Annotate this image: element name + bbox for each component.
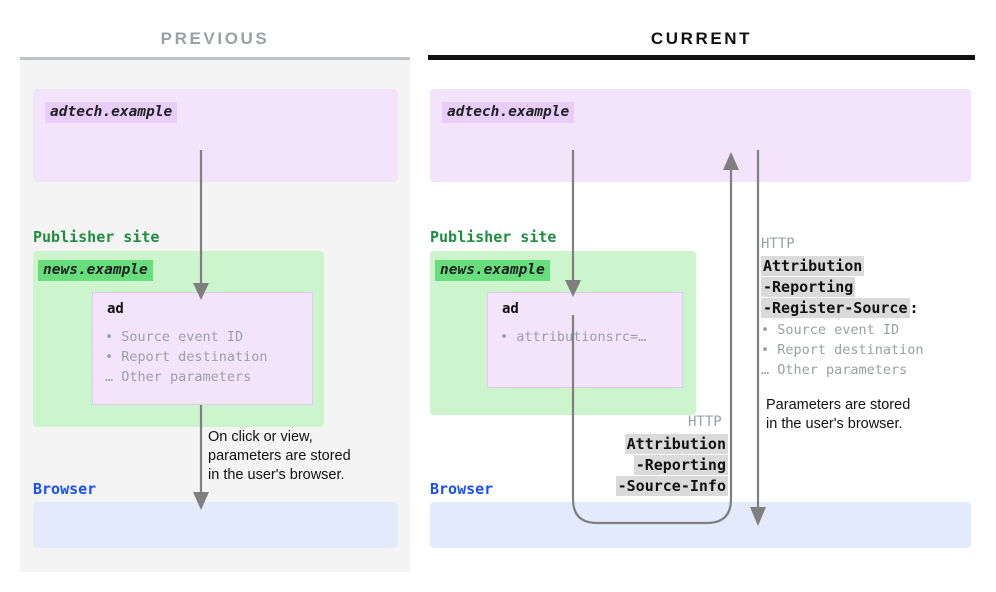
http-label-register-source: HTTP — [761, 236, 795, 252]
header-chip: Attribution — [624, 434, 728, 454]
column-title-current: CURRENT — [650, 29, 753, 48]
header-line: -Reporting — [545, 455, 728, 476]
header-stack-register-source: Attribution -Reporting -Register-Source: — [761, 256, 919, 319]
column-divider-current — [428, 55, 975, 60]
ad-card-current: ad • attributionsrc=… — [487, 292, 683, 388]
browser-zone-current — [430, 502, 971, 548]
arrow-ad-to-browser-previous — [193, 405, 209, 510]
arrow-adtech-to-ad-previous — [193, 150, 209, 300]
ad-card-parameters-previous: • Source event ID • Report destination …… — [105, 329, 268, 385]
header-line: -Source-Info — [545, 476, 728, 497]
register-source-parameters: • Source event ID • Report destination …… — [761, 322, 924, 378]
ad-card-title-previous: ad — [107, 301, 124, 317]
header-chip: Attribution — [761, 256, 865, 276]
publisher-site-label-current: Publisher site — [430, 228, 557, 246]
note-previous: On click or view, parameters are stored … — [208, 429, 351, 483]
adtech-domain-tag-current: adtech.example — [442, 102, 575, 123]
arrow-register-source-response — [750, 150, 766, 526]
ad-card-title-current: ad — [502, 301, 519, 317]
publisher-domain-tag-previous: news.example — [38, 260, 153, 281]
adtech-domain-tag-previous: adtech.example — [45, 102, 178, 123]
http-label-source-info: HTTP — [688, 414, 722, 430]
header-chip: -Register-Source — [761, 298, 910, 318]
publisher-domain-tag-current: news.example — [435, 260, 550, 281]
header-line: -Register-Source: — [761, 298, 919, 319]
publisher-site-label-previous: Publisher site — [33, 228, 160, 246]
header-line: Attribution — [545, 434, 728, 455]
header-colon: : — [909, 299, 919, 317]
column-divider-previous — [20, 57, 410, 60]
header-chip: -Source-Info — [615, 476, 728, 496]
arrow-adtech-to-ad-current — [565, 150, 581, 297]
ad-card-parameters-current: • attributionsrc=… — [500, 329, 647, 345]
note-current: Parameters are stored in the user's brow… — [766, 397, 911, 432]
header-line: Attribution — [761, 256, 919, 277]
browser-label-current: Browser — [430, 480, 494, 498]
header-line: -Reporting — [761, 277, 919, 298]
connector-source-info-request — [571, 152, 739, 525]
header-chip: -Reporting — [633, 455, 728, 475]
column-title-previous: PREVIOUS — [160, 29, 270, 48]
browser-label-previous: Browser — [33, 480, 97, 498]
header-stack-source-info: Attribution -Reporting -Source-Info — [545, 434, 728, 497]
header-chip: -Reporting — [761, 277, 856, 297]
browser-zone-previous — [33, 502, 398, 548]
